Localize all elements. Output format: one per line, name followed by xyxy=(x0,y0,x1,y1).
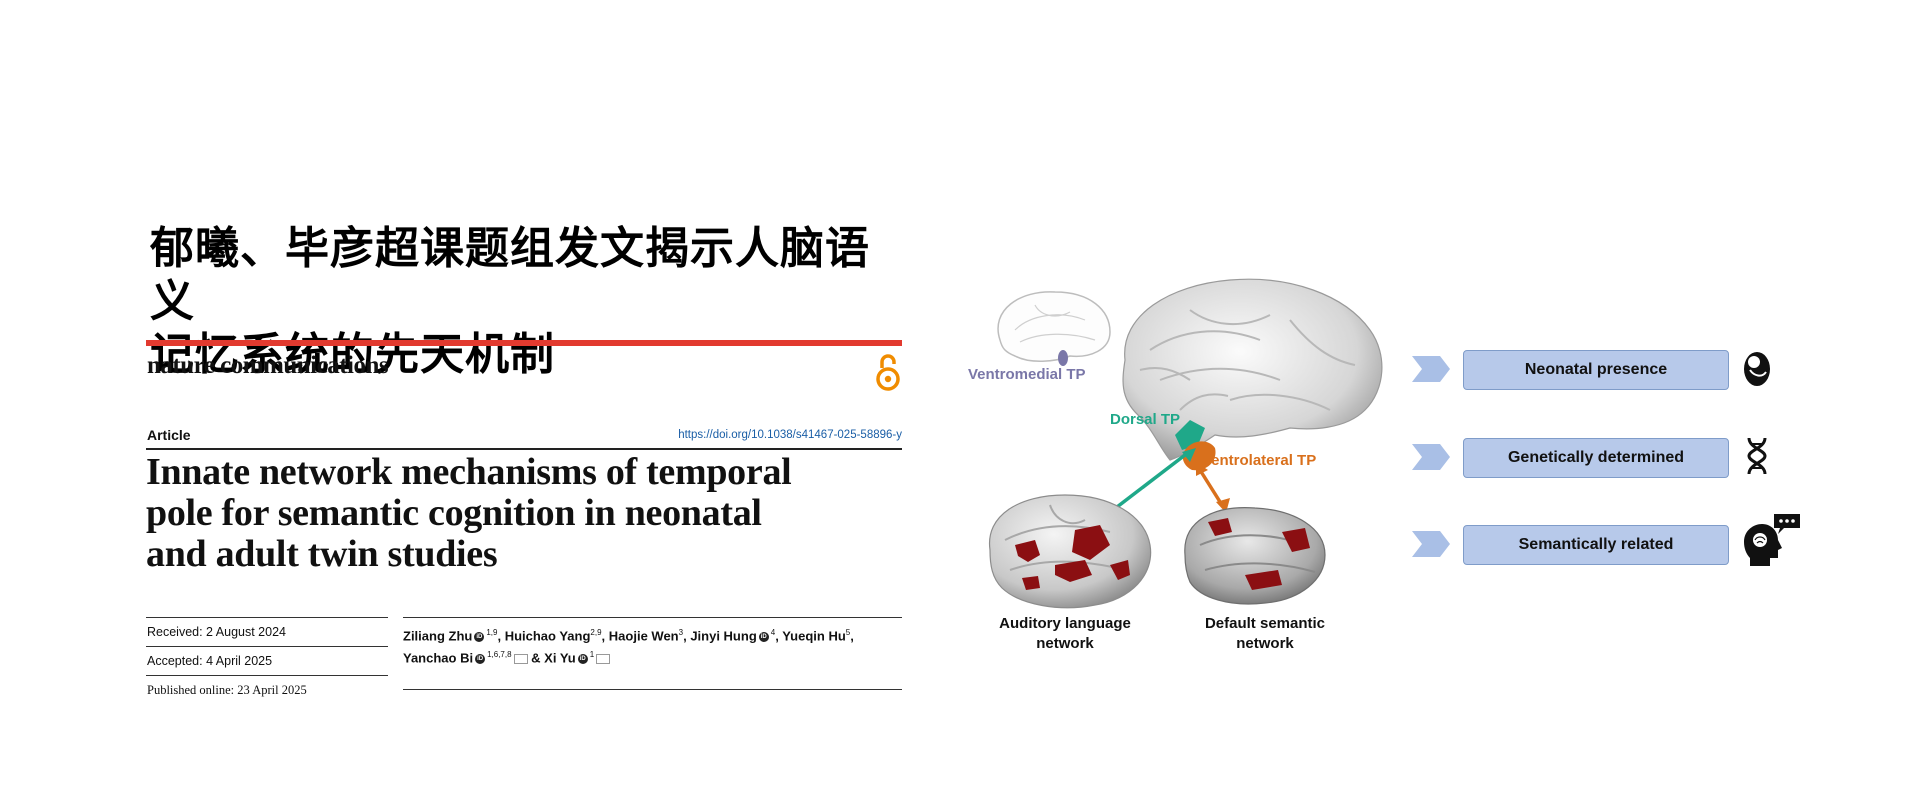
label-line: Auditory language xyxy=(999,615,1131,632)
author-affiliation: 3 xyxy=(678,628,684,637)
accepted-date: Accepted: 4 April 2025 xyxy=(146,646,388,675)
author-name[interactable]: Huichao Yang xyxy=(504,628,591,644)
author-name[interactable]: Yueqin Hu xyxy=(782,628,846,644)
brain-figure xyxy=(989,278,1383,609)
author-name[interactable]: Jinyi Hung xyxy=(690,628,757,644)
paper-title-line: Innate network mechanisms of temporal xyxy=(146,451,792,493)
auditory-language-network-label: Auditory language network xyxy=(985,614,1145,654)
author-name[interactable]: Yanchao Bi xyxy=(403,650,474,666)
author-affiliation: 1,9 xyxy=(486,628,498,637)
orcid-icon[interactable]: iD xyxy=(758,631,769,642)
orcid-icon[interactable]: iD xyxy=(474,631,485,642)
finding-semantically-related: Semantically related xyxy=(1463,525,1729,565)
medial-brain-icon xyxy=(997,291,1111,366)
head-speech-icon xyxy=(1744,514,1800,566)
received-date: Received: 2 August 2024 xyxy=(146,617,388,646)
author-name[interactable]: Haojie Wen xyxy=(608,628,679,644)
divider xyxy=(146,448,902,450)
author-name[interactable]: Xi Yu xyxy=(544,650,576,666)
paper-title-line: pole for semantic cognition in neonatal xyxy=(146,492,762,534)
finding-genetically-determined: Genetically determined xyxy=(1463,438,1729,478)
journal-accent-bar xyxy=(146,340,902,346)
author-affiliation: 5 xyxy=(845,628,851,637)
dorsal-tp-label: Dorsal TP xyxy=(1110,411,1181,428)
orcid-icon[interactable]: iD xyxy=(475,654,486,665)
paper-header: nature communications Article https://do… xyxy=(146,340,902,700)
author-affiliation: 1,6,7,8 xyxy=(487,650,512,660)
dna-icon xyxy=(1747,437,1767,475)
chevron-right-icon xyxy=(1412,356,1450,382)
author-affiliation: 4 xyxy=(770,628,776,637)
label-line: network xyxy=(1236,635,1294,652)
chevron-right-icon xyxy=(1412,444,1450,470)
label-line: Default semantic xyxy=(1204,615,1326,632)
fetus-icon xyxy=(1744,352,1770,386)
author-affiliation: 2,9 xyxy=(590,628,602,637)
central-brain xyxy=(1122,278,1383,471)
headline-line-2: 记忆系统的先天机制 xyxy=(150,329,555,380)
email-icon[interactable] xyxy=(513,654,528,665)
chevron-right-icon xyxy=(1412,531,1450,557)
label-line: network xyxy=(1036,635,1094,652)
doi-link[interactable]: https://doi.org/10.1038/s41467-025-58896… xyxy=(678,429,902,441)
headline: 郁曦、毕彦超课题组发文揭示人脑语义 记忆系统的先天机制 xyxy=(150,222,910,381)
journal-name: nature communications xyxy=(147,352,389,379)
ventromedial-tp-label: Ventromedial TP xyxy=(968,366,1086,383)
author-name[interactable]: Ziliang Zhu xyxy=(403,628,473,644)
published-date: Published online: 23 April 2025 xyxy=(146,675,388,704)
article-type-label: Article xyxy=(147,427,191,443)
ventrolateral-tp-label: Ventrolateral TP xyxy=(1202,452,1317,469)
divider xyxy=(403,689,902,691)
author-affiliation: 1 xyxy=(589,650,595,660)
orcid-icon[interactable]: iD xyxy=(577,654,588,665)
divider xyxy=(403,617,902,619)
email-icon[interactable] xyxy=(596,654,611,665)
headline-line-1: 郁曦、毕彦超课题组发文揭示人脑语义 xyxy=(150,223,870,327)
open-access-icon xyxy=(876,354,900,391)
finding-neonatal-presence: Neonatal presence xyxy=(1463,350,1729,390)
paper-title: Innate network mechanisms of temporal po… xyxy=(146,452,902,575)
auditory-language-network-brain xyxy=(989,494,1152,609)
default-semantic-network-brain xyxy=(1184,507,1326,605)
publication-dates: Received: 2 August 2024 Accepted: 4 Apri… xyxy=(146,617,388,704)
paper-title-line: and adult twin studies xyxy=(146,533,498,575)
default-semantic-network-label: Default semantic network xyxy=(1185,614,1345,654)
